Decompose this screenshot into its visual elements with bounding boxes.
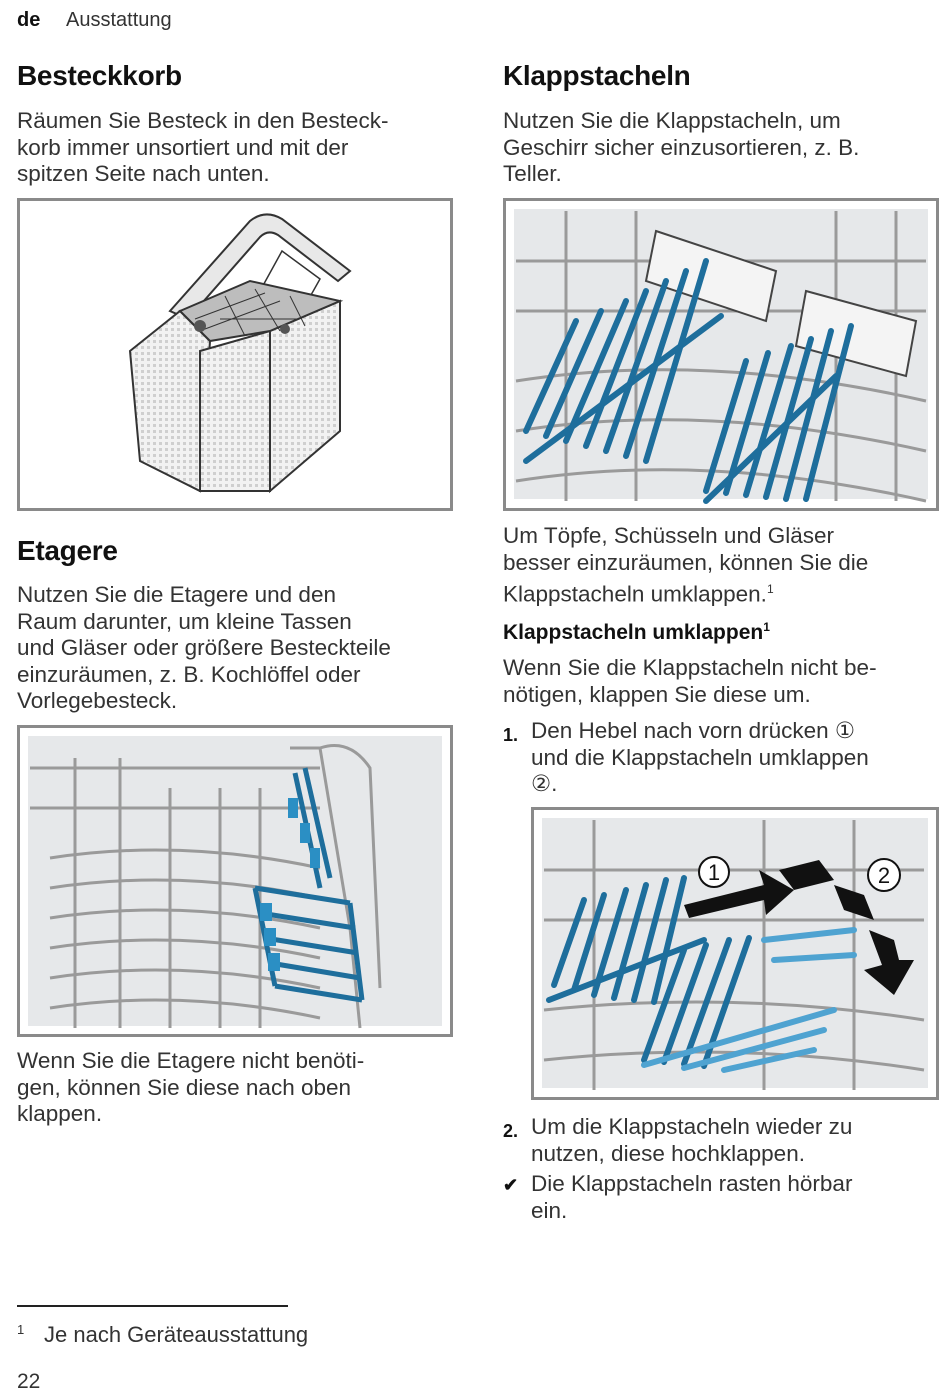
text-line-with-footnote: Klappstacheln umklappen.1 — [503, 576, 943, 608]
text-line: Um die Klappstacheln wieder zu — [531, 1114, 853, 1139]
text-line: Wenn Sie die Etagere nicht benöti- — [17, 1048, 365, 1073]
umklappen-text: Wenn Sie die Klappstacheln nicht be- nöt… — [503, 655, 943, 708]
footnote-ref: 1 — [763, 620, 770, 634]
callout-2: 2 — [878, 863, 890, 888]
section-title: Ausstattung — [66, 9, 172, 31]
text-line: Wenn Sie die Klappstacheln nicht be- — [503, 655, 877, 680]
text-line: besser einzuräumen, können Sie die — [503, 549, 869, 575]
subheading-klappstacheln-umklappen: Klappstacheln umklappen1 — [503, 620, 770, 645]
result-note: ✔ Die Klappstacheln rasten hörbar ein. — [503, 1171, 943, 1225]
etagere-rack-illustration — [28, 736, 442, 1029]
etagere-figure — [17, 725, 453, 1037]
footnote-mark: 1 — [17, 1322, 25, 1337]
text-line: Geschirr sicher einzusortieren, z. B. — [503, 134, 860, 160]
callout-1: 1 — [708, 860, 720, 885]
heading-klappstacheln: Klappstacheln — [503, 60, 691, 91]
klappstacheln-after-text: Um Töpfe, Schüsseln und Gläser besser ei… — [503, 523, 943, 608]
fold-down-figure: 1 2 — [531, 807, 939, 1100]
text-line: und Gläser oder größere Besteckteile — [17, 635, 391, 660]
etagere-text: Nutzen Sie die Etagere und den Raum daru… — [17, 582, 457, 715]
text-line: Die Klappstacheln rasten hörbar — [531, 1171, 853, 1196]
cutlery-basket-figure — [17, 198, 453, 511]
besteckkorb-text: Räumen Sie Besteck in den Besteck- korb … — [17, 108, 457, 188]
heading-etagere: Etagere — [17, 535, 118, 566]
text-line: korb immer unsortiert und mit der — [17, 134, 349, 160]
check-icon: ✔ — [503, 1175, 519, 1195]
step-text: Um die Klappstacheln wieder zu nutzen, d… — [531, 1114, 852, 1167]
text-line: nutzen, diese hochklappen. — [531, 1140, 805, 1166]
heading-besteckkorb: Besteckkorb — [17, 60, 182, 91]
text-line: Raum darunter, um kleine Tassen — [17, 608, 352, 634]
step-text: Den Hebel nach vorn drücken ① und die Kl… — [531, 718, 869, 798]
text-line: klappen. — [17, 1101, 103, 1126]
text-line: Um Töpfe, Schüsseln und Gläser — [503, 523, 834, 548]
page-number: 22 — [17, 1370, 41, 1393]
cutlery-basket-illustration — [128, 213, 352, 494]
text-line: einzuräumen, z. B. Kochlöffel oder — [17, 661, 361, 687]
footnote-ref: 1 — [766, 582, 774, 596]
text-line: ②. — [531, 771, 558, 796]
etagere-after-text: Wenn Sie die Etagere nicht benöti- gen, … — [17, 1048, 457, 1128]
text-line: Vorlegebesteck. — [17, 688, 178, 713]
text-line: ein. — [531, 1197, 568, 1223]
klappstacheln-figure — [503, 198, 939, 511]
text-line: Nutzen Sie die Etagere und den — [17, 582, 336, 607]
text-line: nötigen, klappen Sie diese um. — [503, 681, 811, 707]
language-code: de — [17, 9, 41, 31]
step-1: 1. Den Hebel nach vorn drücken ① und die… — [503, 718, 943, 798]
folding-tines-illustration — [514, 209, 928, 504]
subheading-text: Klappstacheln umklappen — [503, 621, 764, 644]
text-line: Nutzen Sie die Klappstacheln, um — [503, 108, 841, 133]
step-number: 1. — [503, 725, 519, 745]
step-2: 2. Um die Klappstacheln wieder zu nutzen… — [503, 1114, 943, 1168]
text-line: spitzen Seite nach unten. — [17, 161, 270, 186]
text-fragment: Klappstacheln umklappen. — [503, 581, 767, 607]
text-line: Teller. — [503, 161, 562, 186]
footnote-divider — [17, 1305, 288, 1307]
klappstacheln-text: Nutzen Sie die Klappstacheln, um Geschir… — [503, 108, 943, 188]
fold-down-illustration: 1 2 — [542, 818, 928, 1090]
text-line: Den Hebel nach vorn drücken ① — [531, 718, 856, 743]
text-line: gen, können Sie diese nach oben — [17, 1074, 352, 1100]
step-number: 2. — [503, 1121, 519, 1141]
text-line: Räumen Sie Besteck in den Besteck- — [17, 108, 389, 133]
result-text: Die Klappstacheln rasten hörbar ein. — [531, 1171, 852, 1224]
text-line: und die Klappstacheln umklappen — [531, 744, 869, 770]
footnote-text: Je nach Geräteausstattung — [44, 1322, 309, 1347]
